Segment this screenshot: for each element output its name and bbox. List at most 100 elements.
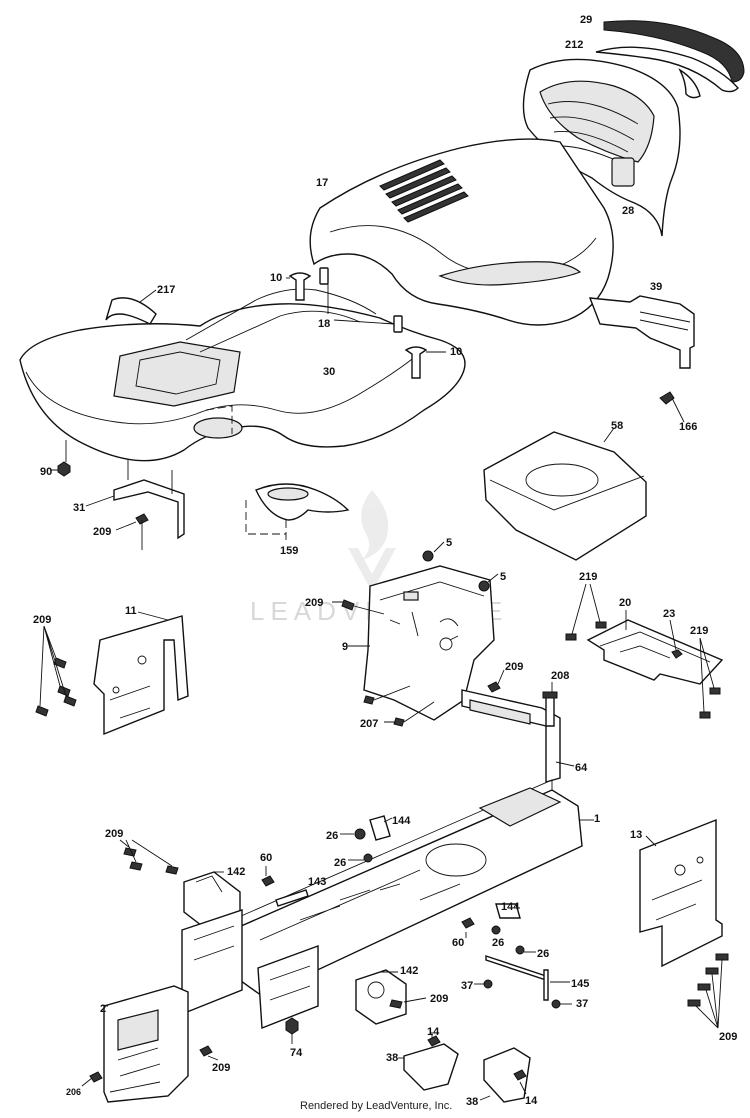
part-29-hood-trim[interactable] — [603, 20, 745, 99]
part-37-pin-b[interactable] — [551, 999, 572, 1009]
callout-209b[interactable]: 209 — [305, 597, 324, 609]
part-26-nut-b[interactable] — [348, 853, 373, 863]
part-20-bracket[interactable] — [586, 610, 724, 685]
callout-26c[interactable]: 26 — [492, 937, 505, 949]
callout-37a[interactable]: 37 — [461, 980, 474, 992]
callout-58[interactable]: 58 — [611, 420, 624, 432]
part-144-bracket-a[interactable] — [369, 815, 393, 841]
part-206-screw[interactable] — [81, 1071, 103, 1087]
callout-159[interactable]: 159 — [280, 545, 299, 557]
callout-38b[interactable]: 38 — [466, 1096, 479, 1108]
callout-143[interactable]: 143 — [308, 876, 327, 888]
callout-206[interactable]: 206 — [66, 1087, 82, 1097]
callout-212[interactable]: 212 — [565, 39, 584, 51]
part-90-nut[interactable] — [50, 440, 71, 477]
part-26-nut-c[interactable] — [491, 925, 501, 935]
callout-13[interactable]: 13 — [630, 829, 643, 841]
part-209-screw-d[interactable] — [487, 669, 505, 693]
part-207-screws[interactable] — [363, 685, 435, 727]
part-14-screw-b[interactable] — [513, 1069, 527, 1095]
callout-209g[interactable]: 209 — [719, 1031, 738, 1043]
callout-29[interactable]: 29 — [580, 14, 593, 26]
part-10-bolt-a[interactable] — [286, 272, 312, 301]
part-5-knob-b[interactable] — [478, 573, 499, 592]
callout-219b[interactable]: 219 — [690, 625, 709, 637]
callout-209h[interactable]: 209 — [212, 1062, 231, 1074]
part-209-screws-c[interactable] — [35, 625, 77, 717]
part-159-cupholder[interactable] — [245, 483, 350, 540]
part-145-rod[interactable] — [485, 955, 570, 1001]
part-209-screws-f[interactable] — [389, 997, 427, 1009]
callout-38a[interactable]: 38 — [386, 1052, 399, 1064]
part-212-trim[interactable] — [595, 46, 739, 93]
callout-207[interactable]: 207 — [360, 718, 379, 730]
callout-145[interactable]: 145 — [571, 978, 590, 990]
callout-144a[interactable]: 144 — [392, 815, 411, 827]
part-38-bracket-b[interactable] — [479, 1047, 531, 1103]
part-30-fender[interactable] — [19, 288, 466, 462]
callout-60a[interactable]: 60 — [260, 852, 273, 864]
callout-26a[interactable]: 26 — [326, 830, 339, 842]
part-64-panel[interactable] — [461, 689, 575, 783]
part-5-knob-a[interactable] — [422, 541, 445, 562]
part-209-screw-h[interactable] — [199, 1045, 219, 1061]
callout-209a[interactable]: 209 — [93, 526, 112, 538]
callout-74[interactable]: 74 — [290, 1047, 303, 1059]
part-11-side-panel[interactable] — [93, 611, 189, 736]
part-37-pin-a[interactable] — [474, 979, 493, 989]
part-209-screws-e[interactable] — [119, 839, 179, 875]
part-39-bracket[interactable] — [588, 295, 695, 369]
callout-209d[interactable]: 209 — [505, 661, 524, 673]
part-74-nut[interactable] — [285, 1017, 299, 1044]
part-26-nut-a[interactable] — [340, 828, 366, 840]
part-28-grille[interactable] — [522, 58, 681, 237]
part-frame-plates[interactable] — [181, 909, 319, 1030]
part-14-screw-a[interactable] — [427, 1032, 441, 1047]
part-209-screw-a[interactable] — [115, 513, 149, 550]
part-219-screws[interactable] — [565, 583, 721, 719]
part-26-nut-d[interactable] — [515, 945, 536, 955]
callout-142a[interactable]: 142 — [227, 866, 246, 878]
part-13-side-panel[interactable] — [639, 818, 723, 968]
part-209-screws-g[interactable] — [687, 953, 729, 1029]
callout-20[interactable]: 20 — [619, 597, 632, 609]
part-2-front-plate[interactable] — [103, 985, 189, 1103]
callout-90[interactable]: 90 — [40, 466, 53, 478]
callout-166[interactable]: 166 — [679, 421, 698, 433]
part-31-bracket[interactable] — [85, 460, 185, 540]
callout-2[interactable]: 2 — [100, 1003, 107, 1015]
callout-28[interactable]: 28 — [622, 205, 635, 217]
callout-31[interactable]: 31 — [73, 502, 86, 514]
part-143-strip[interactable] — [275, 889, 309, 907]
callout-14b[interactable]: 14 — [525, 1095, 538, 1107]
callout-18[interactable]: 18 — [318, 318, 331, 330]
part-166-bolt[interactable] — [659, 391, 685, 423]
part-18-clip-a[interactable] — [319, 267, 329, 285]
part-17-hood[interactable] — [309, 138, 614, 326]
callout-209e[interactable]: 209 — [105, 828, 124, 840]
callout-1[interactable]: 1 — [594, 813, 601, 825]
callout-11[interactable]: 11 — [125, 605, 137, 617]
callout-37b[interactable]: 37 — [576, 998, 589, 1010]
callout-64[interactable]: 64 — [575, 762, 588, 774]
part-1-frame[interactable] — [231, 779, 594, 997]
callout-14a[interactable]: 14 — [427, 1026, 440, 1038]
part-208-bolt[interactable] — [542, 682, 558, 727]
callout-209c[interactable]: 209 — [33, 614, 52, 626]
callout-217[interactable]: 217 — [157, 284, 176, 296]
callout-5b[interactable]: 5 — [500, 571, 507, 583]
callout-10a[interactable]: 10 — [270, 272, 283, 284]
callout-142b[interactable]: 142 — [400, 965, 419, 977]
callout-26d[interactable]: 26 — [537, 948, 550, 960]
part-58-tray[interactable] — [483, 427, 647, 561]
callout-30[interactable]: 30 — [323, 366, 336, 378]
part-38-bracket-a[interactable] — [398, 1043, 459, 1091]
callout-17[interactable]: 17 — [316, 177, 329, 189]
part-60-bolt-b[interactable] — [461, 917, 475, 938]
part-23-nut[interactable] — [669, 619, 683, 659]
callout-60b[interactable]: 60 — [452, 937, 465, 949]
part-142-bracket-b[interactable] — [355, 969, 407, 1025]
part-217-handle[interactable] — [105, 289, 157, 325]
callout-208[interactable]: 208 — [551, 670, 570, 682]
part-10-bolt-b[interactable] — [404, 346, 446, 379]
